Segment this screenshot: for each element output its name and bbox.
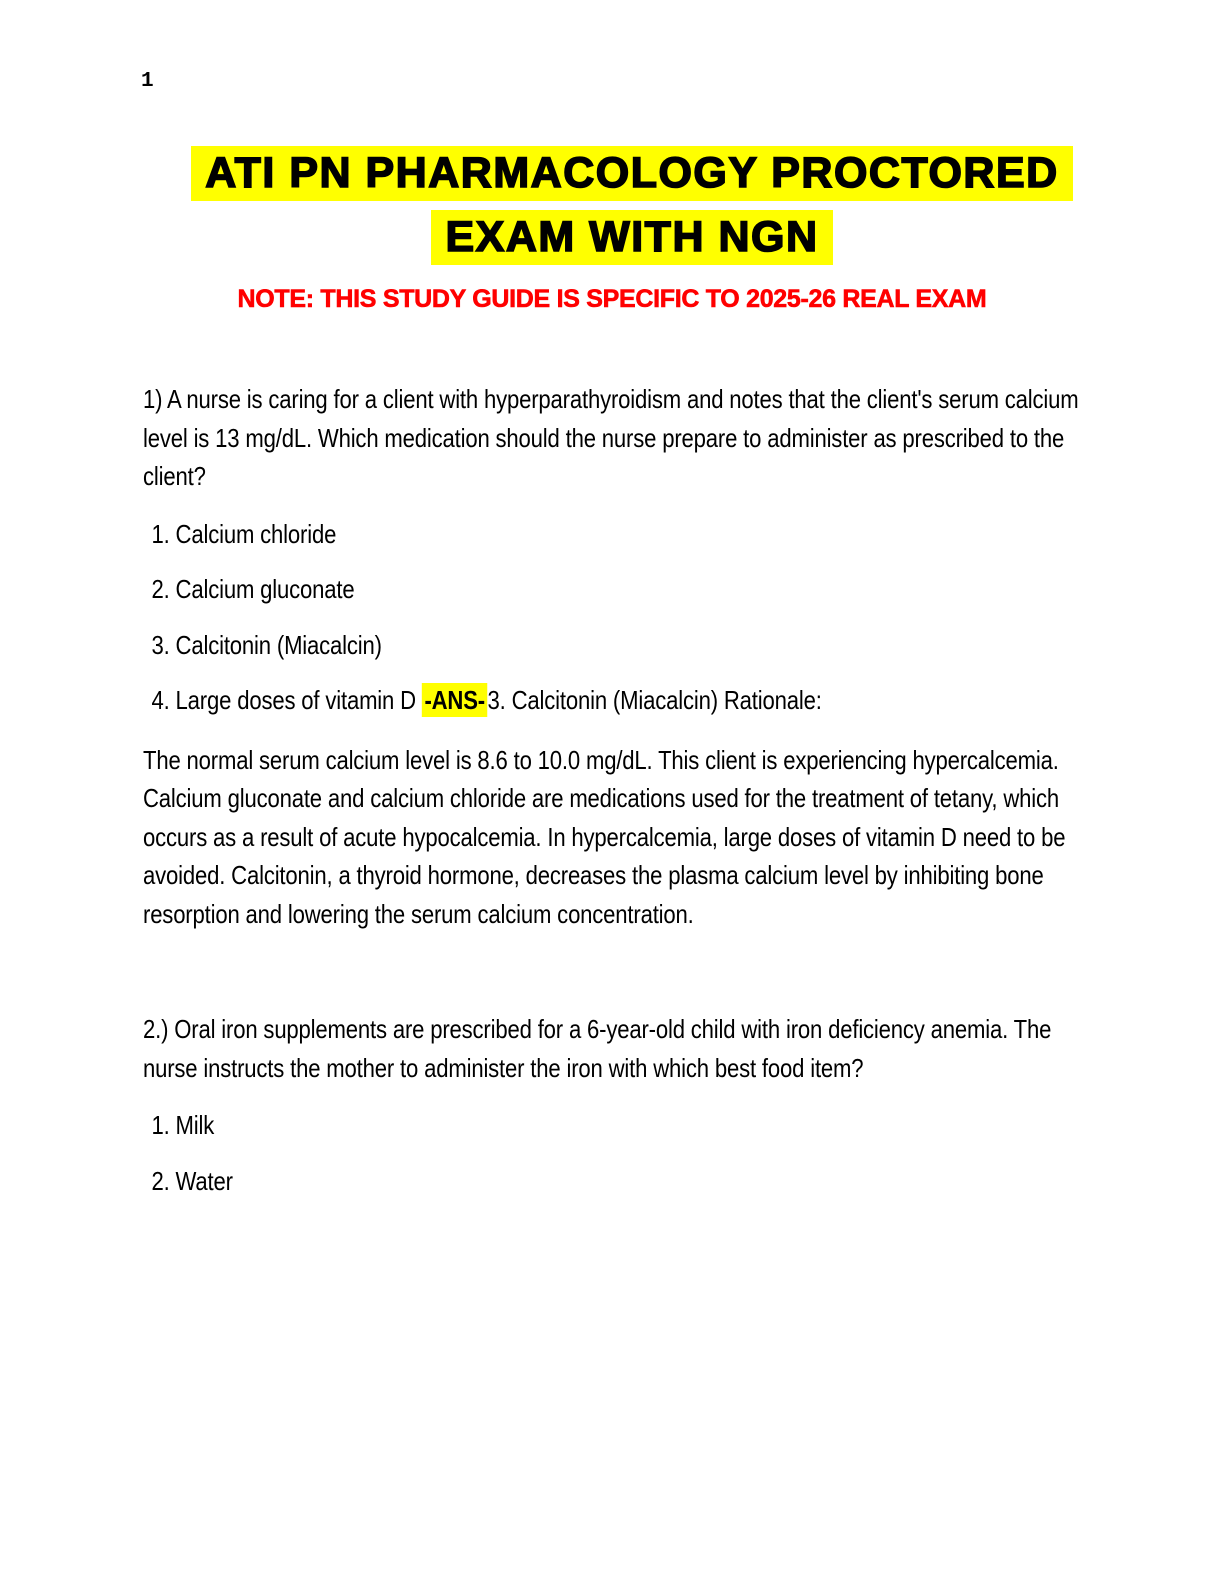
title-highlight-1: ATI PN PHARMACOLOGY PROCTORED [191, 146, 1073, 201]
answer-highlight: -ANS- [421, 683, 488, 717]
question-2-text: 2.) Oral iron supplements are prescribed… [143, 1014, 1052, 1083]
rationale-text: The normal serum calcium level is 8.6 to… [143, 744, 1066, 929]
question-1-option-2: 2. Calcium gluconate [151, 574, 355, 604]
question-1-option-1: 1. Calcium chloride [151, 518, 337, 549]
page-number: 1 [141, 70, 154, 93]
question-2-option-2: 2. Water [151, 1165, 234, 1196]
option-4-prefix: 4. Large doses of vitamin D [151, 685, 422, 715]
document-body: 1) A nurse is caring for a client with h… [143, 380, 1091, 1200]
question-1-option-3: 3. Calcitonin (Miacalcin) [151, 629, 383, 660]
note-line: NOTE: THIS STUDY GUIDE IS SPECIFIC TO 20… [237, 285, 987, 314]
question-1-option-4: 4. Large doses of vitamin D -ANS-3. Calc… [143, 681, 1091, 720]
question-2-option-1: 1. Milk [151, 1110, 215, 1140]
title-highlight-2: EXAM WITH NGN [431, 210, 833, 265]
option-4-suffix: 3. Calcitonin (Miacalcin) Rationale: [487, 685, 822, 715]
title-line-1: ATI PN PHARMACOLOGY PROCTORED [0, 146, 1224, 201]
title-line-2: EXAM WITH NGN [0, 210, 1224, 265]
question-1-text: 1) A nurse is caring for a client with h… [143, 384, 1079, 491]
document-header: ATI PN PHARMACOLOGY PROCTORED EXAM WITH … [0, 0, 1224, 314]
